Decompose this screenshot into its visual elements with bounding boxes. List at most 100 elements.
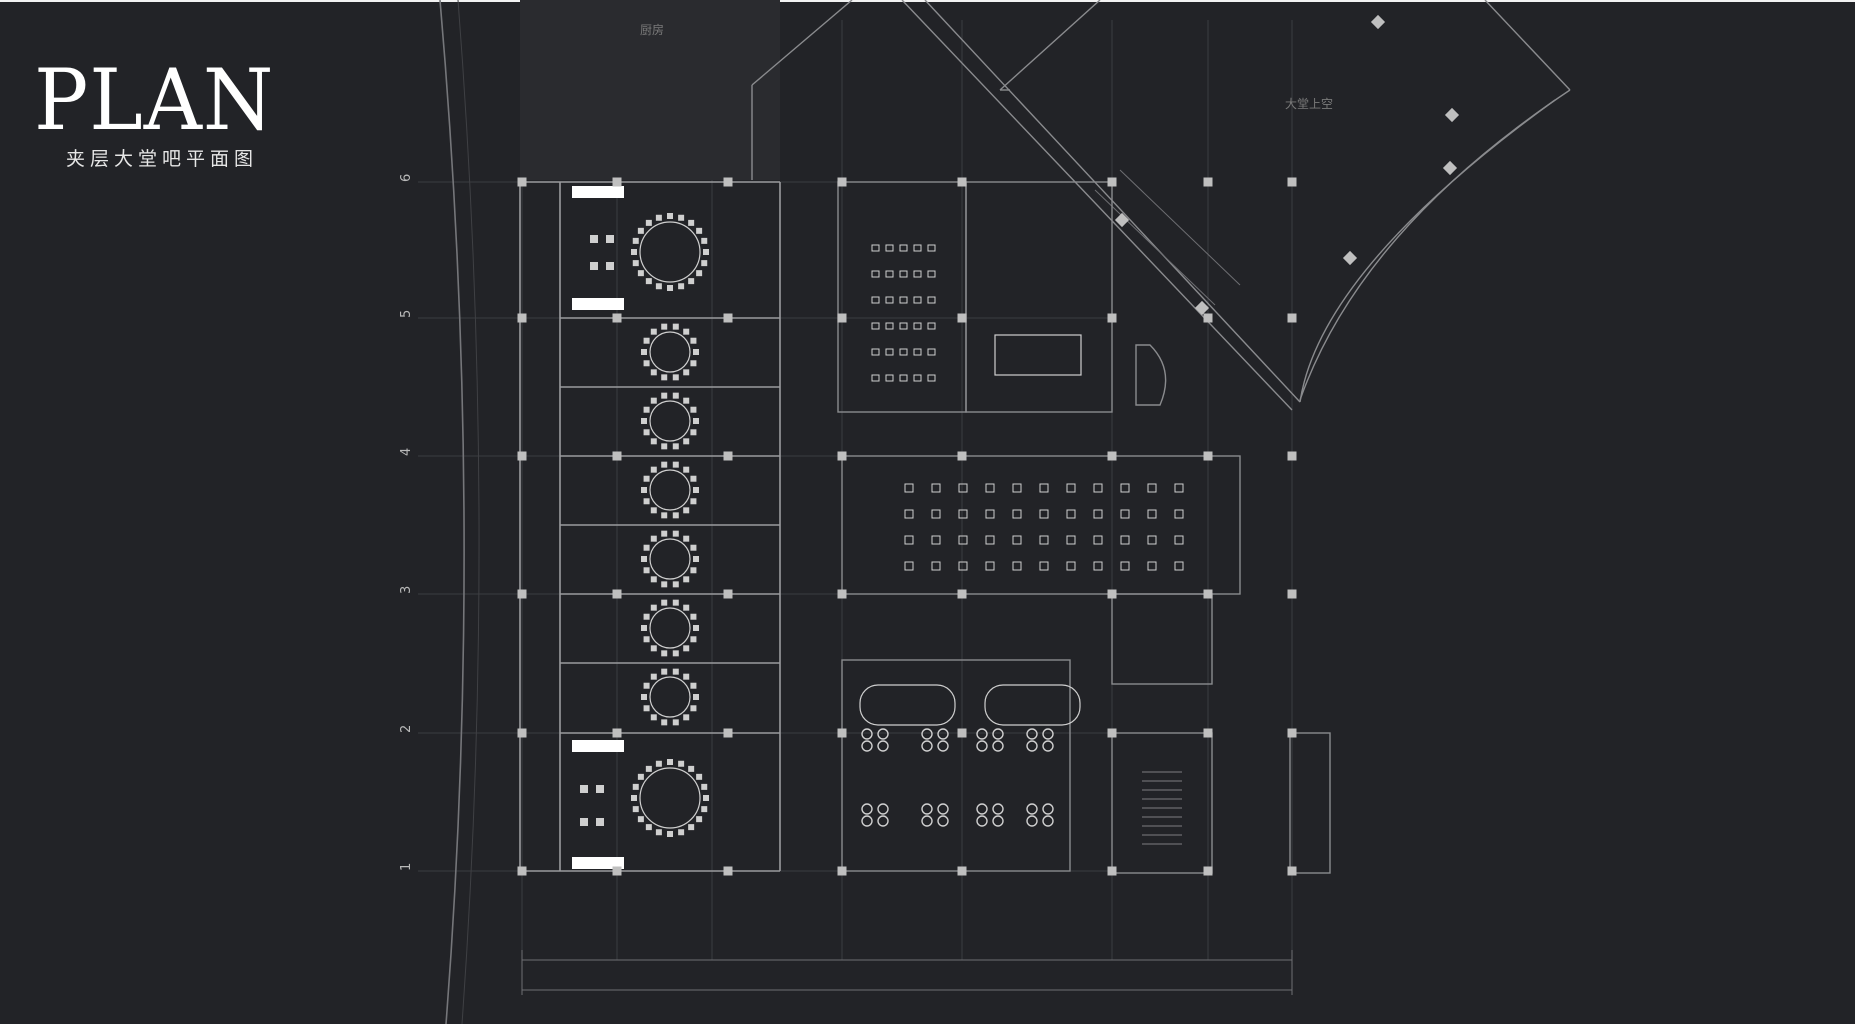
lounge-chair [877, 740, 889, 752]
desk [958, 535, 968, 545]
lounge-chair [992, 728, 1004, 740]
axis-label-6: 6 [399, 174, 414, 182]
chair [672, 461, 679, 468]
desk [1039, 509, 1049, 519]
column [1203, 451, 1213, 461]
column [723, 589, 733, 599]
chair [641, 418, 647, 424]
column [517, 728, 527, 738]
desk [958, 509, 968, 519]
lounge-chair [976, 740, 988, 752]
chair [643, 475, 650, 482]
desk [958, 483, 968, 493]
round-table [639, 221, 701, 283]
desk [931, 561, 941, 571]
column [517, 451, 527, 461]
column [723, 177, 733, 187]
sofa [572, 740, 624, 752]
column [957, 313, 967, 323]
desk [1147, 561, 1157, 571]
chair [672, 599, 679, 606]
desk [1066, 535, 1076, 545]
lounge-chair [1042, 740, 1054, 752]
desk [1093, 509, 1103, 519]
column [1107, 313, 1117, 323]
furniture [572, 14, 1460, 869]
kitchen-hatch [520, 0, 780, 180]
lounge-chair [937, 728, 949, 740]
chair [650, 466, 657, 473]
column [1287, 451, 1297, 461]
sofa [572, 857, 624, 869]
column [517, 866, 527, 876]
round-table [649, 538, 691, 580]
column [1287, 313, 1297, 323]
chair [650, 714, 657, 721]
column [1114, 212, 1130, 228]
chair [661, 392, 668, 399]
round-table [649, 607, 691, 649]
column [957, 589, 967, 599]
chair [650, 604, 657, 611]
chair [661, 443, 668, 450]
chair [667, 831, 673, 837]
column [837, 313, 847, 323]
meeting-chair [871, 244, 880, 252]
dining-wing-walls [519, 181, 781, 872]
diagonal-walls [751, 0, 1571, 411]
column [723, 451, 733, 461]
round-table [639, 767, 701, 829]
desk [985, 561, 995, 571]
page-subtitle: 夹层大堂吧平面图 [66, 148, 259, 170]
column [612, 589, 622, 599]
column [1203, 589, 1213, 599]
chair [661, 650, 668, 657]
meeting-chair [927, 322, 936, 330]
meeting-chair [913, 348, 922, 356]
chair [693, 625, 699, 631]
meeting-chair [913, 322, 922, 330]
desk [1120, 561, 1130, 571]
chair [690, 429, 697, 436]
meeting-chair [899, 270, 908, 278]
lounge-chair [921, 815, 933, 827]
round-table [649, 331, 691, 373]
meeting-chair [927, 244, 936, 252]
column [1107, 177, 1117, 187]
chair [643, 613, 650, 620]
column [1107, 866, 1117, 876]
armchair [580, 818, 588, 826]
chair [690, 360, 697, 367]
lounge-chair [976, 803, 988, 815]
round-table [649, 400, 691, 442]
column [612, 177, 622, 187]
lounge-chair [937, 815, 949, 827]
desk [1120, 483, 1130, 493]
chair [693, 556, 699, 562]
desk [1039, 483, 1049, 493]
chair [693, 487, 699, 493]
desk [1066, 509, 1076, 519]
chair [645, 765, 652, 772]
column [1203, 728, 1213, 738]
chair [688, 824, 695, 831]
desk [904, 509, 914, 519]
column [1342, 250, 1358, 266]
meeting-chair [899, 296, 908, 304]
page-title: PLAN [34, 51, 275, 149]
chair [661, 323, 668, 330]
lounge-chair [1042, 815, 1054, 827]
meeting-chair [885, 348, 894, 356]
chair [643, 544, 650, 551]
desk [1012, 535, 1022, 545]
chair [701, 237, 708, 244]
chair [678, 829, 685, 836]
chair [690, 498, 697, 505]
meeting-chair [885, 270, 894, 278]
column [612, 866, 622, 876]
lounge-chair [1026, 815, 1038, 827]
meeting-chair [913, 270, 922, 278]
chair [690, 406, 697, 413]
lounge-chair [861, 740, 873, 752]
lounge-chair [992, 803, 1004, 815]
